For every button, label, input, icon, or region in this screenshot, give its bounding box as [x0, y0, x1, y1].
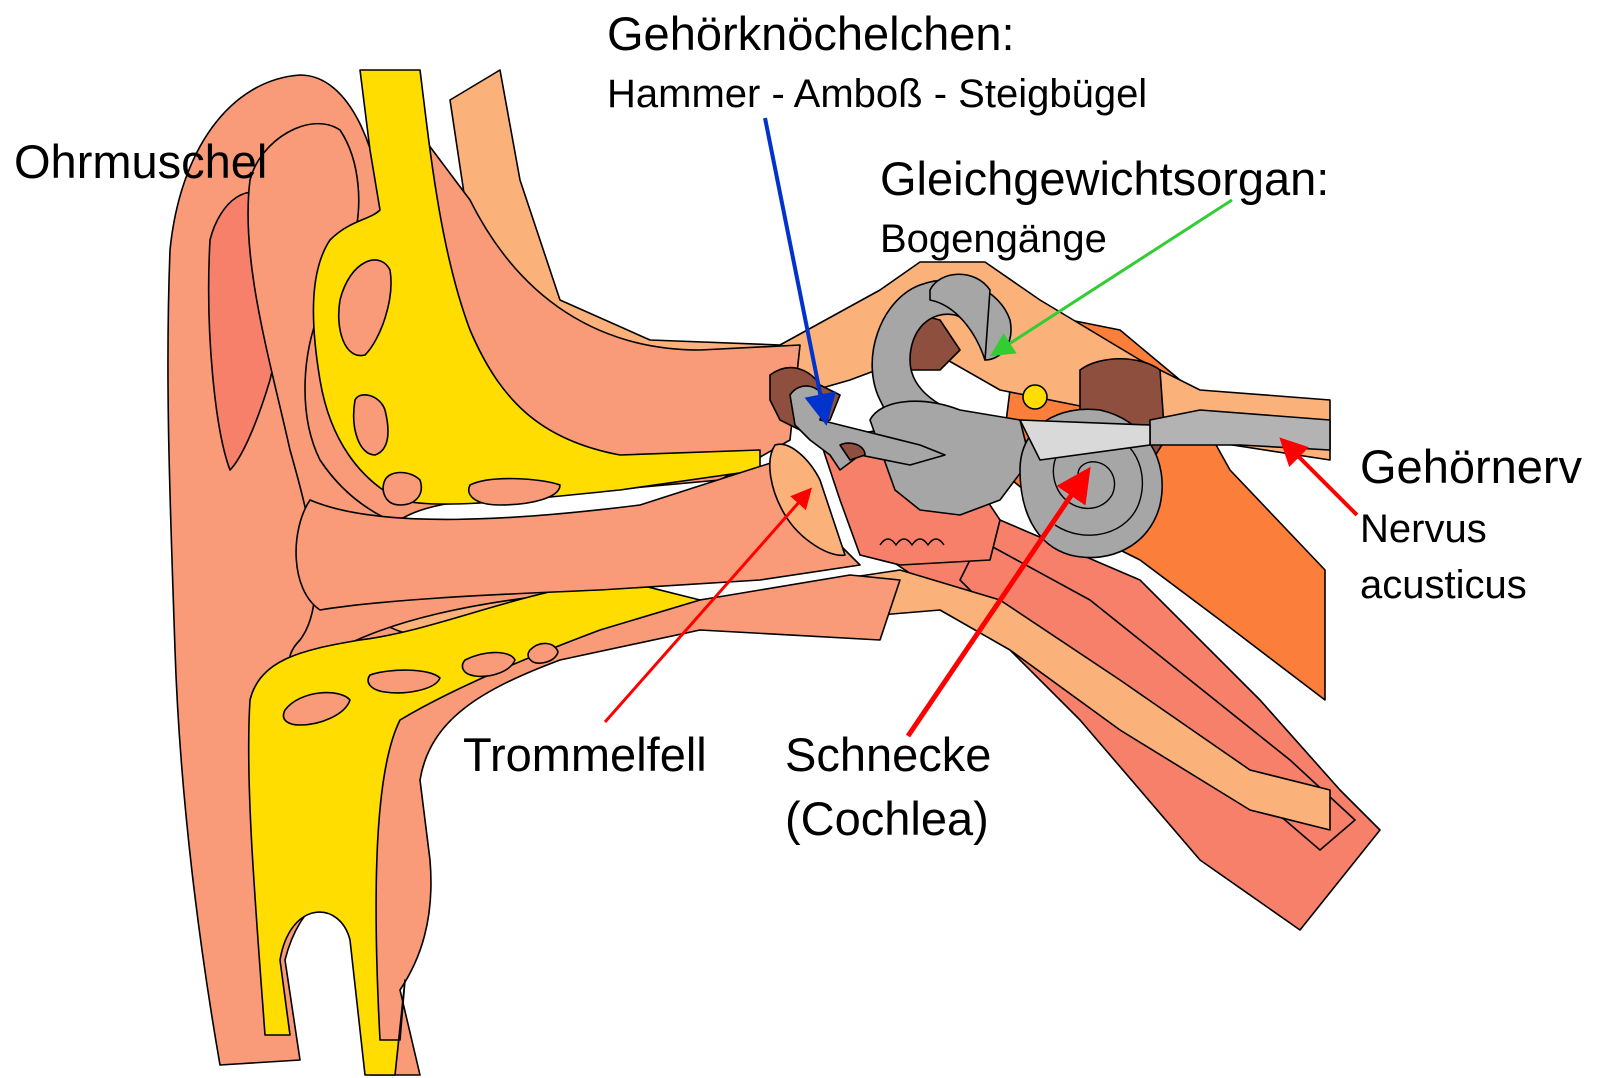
cochlea-label-1: Schnecke [785, 728, 991, 781]
nerve-subtitle-2: acusticus [1360, 563, 1527, 607]
nerve-title: Gehörnerv [1360, 440, 1583, 493]
cartilage-lower [249, 580, 700, 1075]
cartilage-hole-4 [469, 479, 560, 505]
cartilage-hole-3 [383, 473, 421, 506]
cochlea-label-2: (Cochlea) [785, 792, 989, 845]
vestibular-subtitle: Bogengänge [880, 217, 1107, 261]
ossicles-subtitle: Hammer - Amboß - Steigbügel [607, 72, 1147, 116]
oval-knob [1023, 385, 1047, 409]
nerve-subtitle-1: Nervus [1360, 507, 1487, 551]
pinna-label: Ohrmuschel [14, 135, 267, 188]
ossicles-title: Gehörknöchelchen: [607, 7, 1015, 60]
eardrum-label: Trommelfell [463, 728, 707, 781]
vestibular-title: Gleichgewichtsorgan: [880, 152, 1329, 205]
